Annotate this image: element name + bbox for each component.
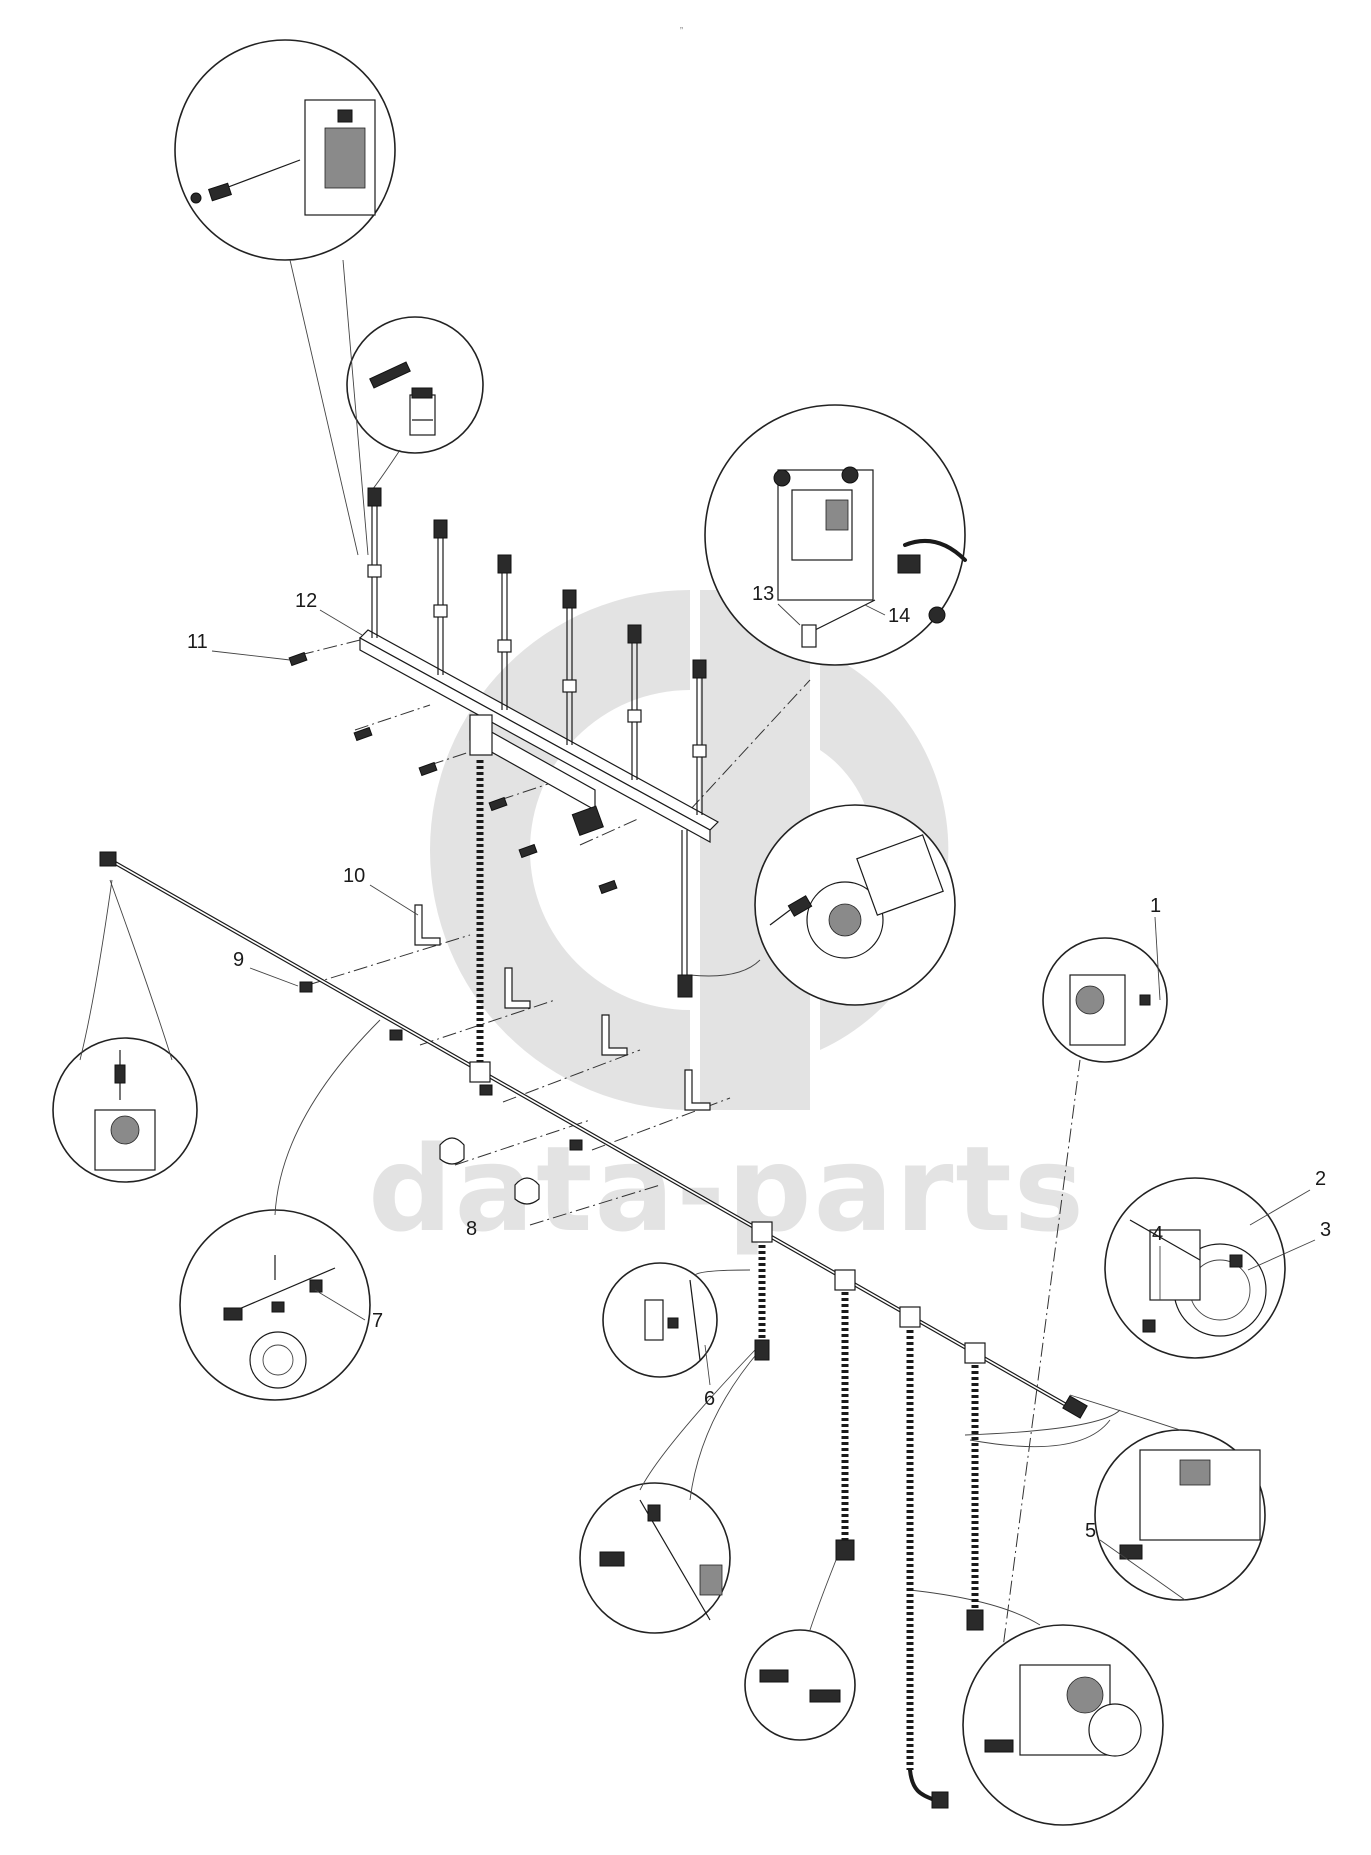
detail-pump-right xyxy=(962,1624,1164,1826)
injector-harness-rail xyxy=(359,487,719,1070)
detail-fuel-pump-top xyxy=(52,1037,198,1183)
detail-injection-pump xyxy=(754,804,956,1006)
detail-water-sensor xyxy=(579,1482,731,1634)
callout-11: 11 xyxy=(187,631,208,653)
riser-6 xyxy=(692,659,707,815)
detail-block-sensor xyxy=(1094,1429,1266,1601)
detail-rail-connector xyxy=(179,1209,371,1401)
detail-speed-sensor xyxy=(1104,1177,1286,1359)
riser-5 xyxy=(627,624,642,780)
callout-6: 6 xyxy=(704,1388,715,1410)
harness-clips xyxy=(439,1137,540,1205)
detail-ecu-module xyxy=(704,404,967,666)
riser-1 xyxy=(367,487,382,638)
callout-5: 5 xyxy=(1085,1520,1096,1542)
detail-pressure-sender xyxy=(346,316,484,454)
harness-bolts xyxy=(299,981,583,1151)
mounting-brackets xyxy=(414,904,711,1111)
watermark-text: data-parts xyxy=(368,1120,1086,1258)
callout-8: 8 xyxy=(466,1218,477,1240)
callout-2: 2 xyxy=(1315,1168,1326,1190)
riser-3 xyxy=(497,554,512,710)
detail-temp-sender xyxy=(744,1629,856,1741)
riser-2 xyxy=(433,519,448,675)
callout-9: 9 xyxy=(233,949,244,971)
riser-4 xyxy=(562,589,577,745)
leader-lines xyxy=(79,259,1181,1631)
callout-3: 3 xyxy=(1320,1219,1331,1241)
detail-gearcase-sensor xyxy=(1042,937,1168,1063)
detail-bracket-clamp xyxy=(602,1262,718,1378)
callout-12: 12 xyxy=(295,590,317,612)
top-mark: „ xyxy=(680,20,683,30)
main-engine-harness xyxy=(99,851,1088,1809)
callout-10: 10 xyxy=(343,865,365,887)
callout-1: 1 xyxy=(1150,895,1161,917)
detail-cylinder-head-sensor xyxy=(174,39,396,261)
callout-4: 4 xyxy=(1152,1223,1163,1245)
callout-14: 14 xyxy=(888,605,910,627)
callout-7: 7 xyxy=(372,1310,383,1332)
callout-13: 13 xyxy=(752,583,774,605)
callouts: 1 2 3 4 5 6 7 8 9 10 11 12 13 14 xyxy=(187,583,1331,1601)
rail-bolts xyxy=(288,651,618,895)
